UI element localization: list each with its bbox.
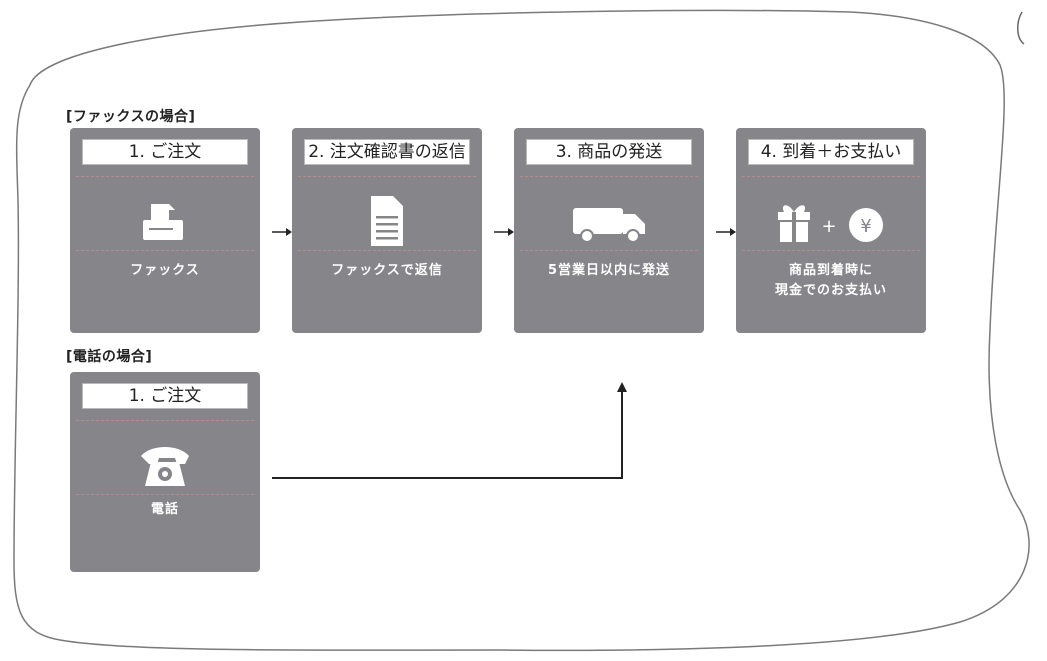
plus-sign: +	[821, 216, 836, 237]
step-label: ファックス	[76, 261, 254, 281]
fax-section-title: [ファックスの場合]	[66, 109, 196, 125]
divider	[520, 176, 698, 177]
phone-section-title: [電話の場合]	[66, 349, 153, 365]
divider	[76, 176, 254, 177]
divider	[76, 494, 254, 495]
divider	[76, 420, 254, 421]
step-label-line: ファックスで返信	[331, 263, 443, 278]
gift-icon	[778, 205, 810, 242]
divider	[298, 250, 476, 251]
svg-text:¥: ¥	[860, 216, 871, 237]
step-label-line: 5営業日以内に発送	[547, 263, 671, 278]
step-label-line: ファックス	[130, 263, 200, 278]
divider	[742, 176, 920, 177]
step-label-line: 電話	[150, 502, 179, 517]
step-label: ファックスで返信	[298, 261, 476, 281]
divider	[298, 176, 476, 177]
yen-coin-icon: ¥	[849, 208, 883, 242]
fax-icon	[70, 190, 260, 250]
step-label: 5営業日以内に発送	[520, 261, 698, 281]
step-card-order-fax: 1. ご注文 ファックス	[70, 128, 260, 333]
step-card-confirmation-reply: 2. 注文確認書の返信 ファックスで返信	[292, 128, 482, 333]
arrow-right-icon	[272, 228, 292, 236]
step-header: 3. 商品の発送	[526, 139, 692, 165]
divider	[520, 250, 698, 251]
arrow-right-icon	[494, 228, 514, 236]
step-label: 電話	[76, 500, 254, 520]
step-label: 商品到着時に 現金でのお支払い	[742, 261, 920, 301]
step-header: 1. ご注文	[82, 139, 248, 165]
step-card-order-phone: 1. ご注文 電話	[70, 372, 260, 572]
divider	[76, 250, 254, 251]
step-header: 2. 注文確認書の返信	[304, 139, 470, 165]
telephone-icon	[70, 434, 260, 494]
divider	[742, 250, 920, 251]
step-card-arrival-payment: 4. 到着＋お支払い + ¥ 商品到着時に 現金でのお支払い	[736, 128, 926, 333]
step-header: 1. ご注文	[82, 383, 248, 409]
gift-plus-yen-icon: + ¥	[736, 190, 926, 250]
step-card-shipping: 3. 商品の発送 5営業日以内に発送	[514, 128, 704, 333]
step-label-line: 商品到着時に	[788, 263, 873, 278]
step-header: 4. 到着＋お支払い	[748, 139, 914, 165]
step-label-line: 現金でのお支払い	[774, 283, 887, 298]
truck-icon	[514, 190, 704, 250]
document-icon	[292, 190, 482, 250]
arrow-right-icon	[716, 228, 736, 236]
